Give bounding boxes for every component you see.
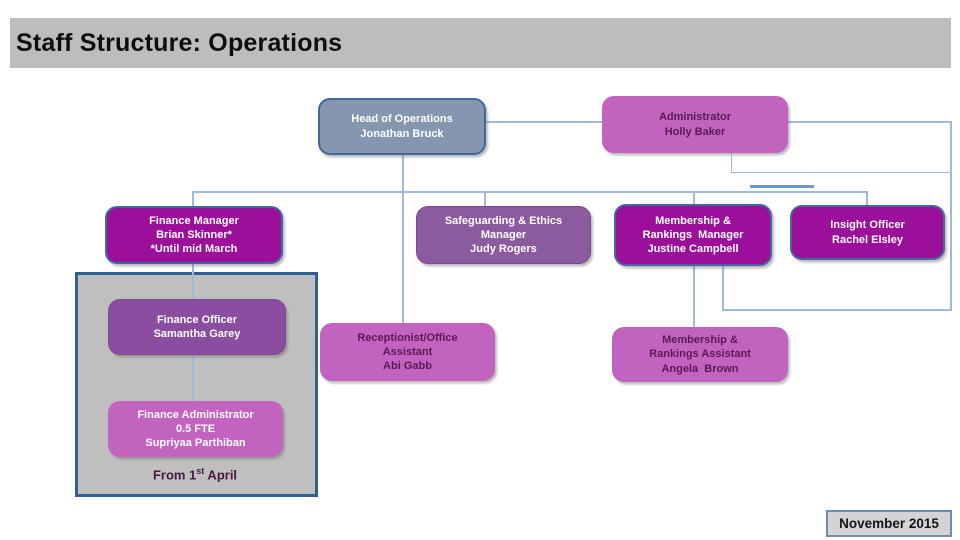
- note-text: From 1: [152, 467, 197, 483]
- connector-main-horizontal: [192, 191, 868, 193]
- box-line: Head of Operations: [351, 113, 453, 126]
- connector-highlight-dash: [750, 185, 814, 188]
- org-box-membership-rankings-assistant: Membership & Rankings Assistant Angela B…: [612, 327, 788, 382]
- box-line: Membership &: [655, 214, 731, 227]
- org-box-insight-officer: Insight Officer Rachel Elsley: [790, 205, 945, 260]
- connector-right-edge: [950, 121, 952, 311]
- box-line: 0.5 FTE: [175, 422, 216, 435]
- connector-safeguarding-drop: [484, 191, 486, 207]
- box-line: Safeguarding & Ethics: [444, 214, 563, 227]
- box-line: Abi Gabb: [383, 360, 432, 373]
- note-text: April: [204, 467, 238, 483]
- note-from-april: From 1st April: [85, 466, 305, 482]
- org-box-finance-officer: Finance Officer Samantha Garey: [108, 299, 286, 355]
- box-line: Angela Brown: [661, 362, 739, 375]
- connector-insight-drop: [866, 191, 868, 206]
- box-line: *Until mid March: [150, 243, 238, 256]
- header-bar: Staff Structure: Operations: [10, 18, 951, 68]
- box-line: Holly Baker: [664, 125, 726, 138]
- box-line: Insight Officer: [830, 219, 905, 232]
- org-box-membership-rankings-manager: Membership & Rankings Manager Justine Ca…: [614, 204, 772, 266]
- box-line: Judy Rogers: [470, 243, 537, 256]
- page-title: Staff Structure: Operations: [16, 29, 343, 57]
- box-line: Rachel Elsley: [832, 233, 903, 246]
- box-line: Finance Manager: [149, 214, 239, 227]
- date-badge: November 2015: [826, 510, 952, 537]
- box-line: Receptionist/Office: [357, 331, 458, 344]
- org-box-finance-manager: Finance Manager Brian Skinner* *Until mi…: [105, 206, 283, 264]
- box-line: Brian Skinner*: [156, 228, 232, 241]
- box-line: Finance Administrator: [137, 408, 254, 421]
- box-line: Finance Officer: [156, 313, 238, 326]
- org-box-safeguarding-manager: Safeguarding & Ethics Manager Judy Roger…: [416, 206, 591, 264]
- box-line: Assistant: [382, 345, 433, 358]
- box-line: Jonathan Bruck: [360, 127, 444, 140]
- connector-admin-tick: [731, 153, 732, 173]
- org-box-receptionist: Receptionist/Office Assistant Abi Gabb: [320, 323, 495, 381]
- box-line: Rankings Assistant: [649, 348, 751, 361]
- org-box-finance-administrator: Finance Administrator 0.5 FTE Supriyaa P…: [108, 401, 283, 457]
- box-line: Membership &: [662, 334, 738, 347]
- connector-membership-elbow: [722, 266, 724, 311]
- box-line: Administrator: [658, 111, 732, 124]
- connector-head-drop: [402, 155, 404, 323]
- note-superscript: st: [196, 466, 205, 476]
- date-badge-label: November 2015: [839, 516, 939, 531]
- connector-admin-sub: [731, 172, 952, 173]
- org-box-administrator: Administrator Holly Baker: [602, 96, 788, 153]
- box-line: Justine Campbell: [647, 243, 739, 256]
- box-line: Manager: [480, 228, 527, 241]
- connector-bottom-right: [722, 309, 952, 311]
- box-line: Rankings Manager: [642, 228, 744, 241]
- org-box-head-of-operations: Head of Operations Jonathan Bruck: [318, 98, 486, 155]
- box-line: Supriyaa Parthiban: [145, 437, 246, 450]
- box-line: Samantha Garey: [153, 328, 241, 340]
- connector-finance-drop: [192, 191, 194, 405]
